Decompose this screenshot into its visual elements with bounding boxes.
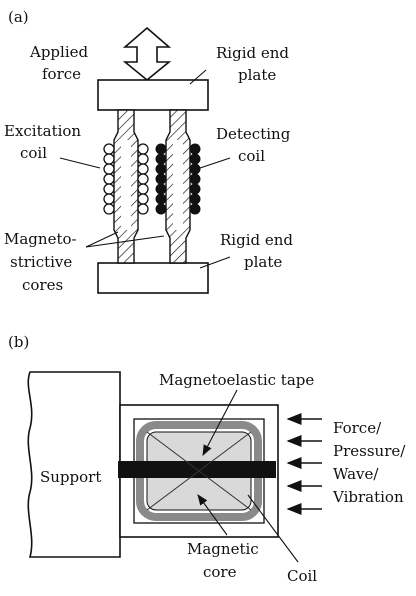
detecting-coil-label: Detecting coil [216, 125, 295, 165]
stimulus-arrows [286, 413, 322, 515]
support-label: Support [40, 468, 101, 486]
panel-a-leader-lines [59, 69, 231, 269]
applied-force-arrow [122, 26, 172, 82]
applied-force-label: Applied force [29, 43, 93, 83]
excitation-coil [103, 143, 149, 215]
core-cross-lines [146, 431, 252, 511]
support-block [27, 371, 121, 558]
panel-b-leader-lines [197, 389, 299, 563]
panel-b-tag: (b) [8, 333, 29, 351]
rigid-end-plate-bottom-label: Rigid end plate [220, 231, 298, 271]
stimuli-label: Force/ Pressure/ Wave/ Vibration [332, 419, 410, 506]
rigid-end-plate-top-label: Rigid end plate [216, 44, 294, 84]
magnetostrictive-cores-label: Magneto- strictive cores [4, 230, 81, 294]
magnetoelastic-tape-label: Magnetoelastic tape [159, 371, 314, 389]
detecting-coil [155, 143, 201, 215]
excitation-coil-label: Excitation coil [4, 122, 86, 162]
panel-a-tag: (a) [8, 8, 29, 26]
right-magnetostrictive-core [165, 109, 191, 264]
rigid-end-plate-bottom [97, 262, 209, 294]
left-magnetostrictive-core [113, 109, 139, 264]
coil-label: Coil [287, 567, 317, 585]
magnetic-core-label: Magnetic core [187, 540, 263, 581]
rigid-end-plate-top [97, 79, 209, 111]
